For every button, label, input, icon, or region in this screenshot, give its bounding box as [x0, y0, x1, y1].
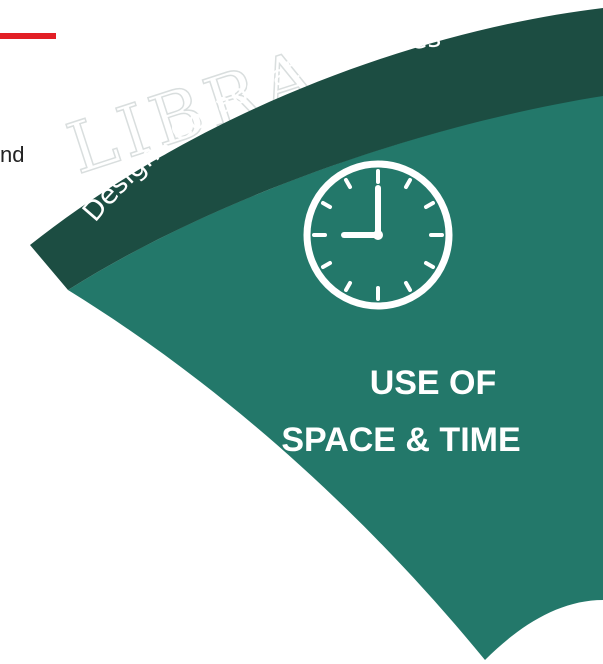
segment-title-line1: USE OF	[370, 364, 497, 402]
segment-wedge	[68, 95, 603, 660]
accent-bar	[0, 33, 56, 39]
clock-icon	[303, 160, 453, 310]
segment-title-line2: SPACE & TIME	[281, 421, 520, 459]
segment-outer-band	[30, 8, 603, 290]
left-text-fragment: nd	[0, 142, 25, 167]
